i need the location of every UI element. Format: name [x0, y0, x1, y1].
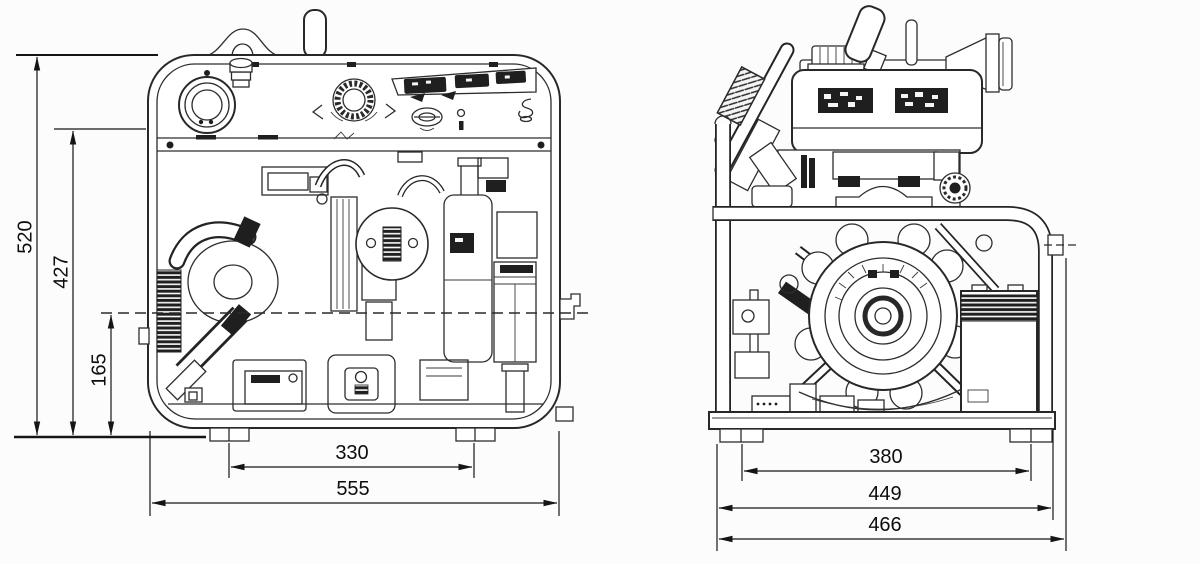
dim-overall-width-front: 555: [336, 478, 369, 500]
choke-rod: [905, 19, 918, 66]
ignition-coil-icon: [355, 207, 429, 281]
dim-foot-span-front: 330: [335, 442, 368, 464]
engine-detail-side: [748, 141, 971, 209]
tank-label: [895, 88, 948, 113]
dim-frame-width-side: 449: [868, 483, 901, 505]
tool-box: [327, 354, 396, 414]
panel-screw-icon: [166, 141, 174, 149]
lifting-handle: [202, 9, 332, 59]
engine-detail-side-lower: [732, 274, 885, 413]
discharge-port-front: [559, 293, 581, 320]
side-dimensions: 380 449 466: [716, 258, 1067, 551]
starter-grip-icon: [844, 5, 888, 76]
side-view: [708, 5, 1080, 443]
fuel-tank: [791, 69, 983, 154]
fuel-tank-front: [443, 194, 493, 363]
side-frame: [712, 115, 1080, 412]
muffler: [232, 359, 307, 412]
recoil-starter-icon: [798, 241, 967, 411]
primer-cap-icon: [229, 57, 253, 88]
tank-label: [818, 88, 873, 113]
dim-overall-height: 520: [14, 220, 36, 253]
hook-clip-icon: [518, 98, 534, 123]
suction-elbow: [165, 216, 261, 403]
fuel-valve-icon: [411, 107, 443, 131]
indicator-lamp-icon: [456, 108, 466, 130]
front-dimensions: 520 427 165 330 555: [14, 54, 560, 516]
nameplate: [391, 67, 537, 102]
pressure-gauge-icon: [178, 70, 236, 134]
grip-post: [303, 9, 327, 59]
dim-overall-width-side: 466: [868, 514, 901, 536]
dim-foot-span-side: 380: [869, 446, 902, 468]
radiator-grille-icon: [156, 269, 182, 353]
front-feet: [209, 427, 496, 442]
side-base: [708, 411, 1056, 443]
front-view: [101, 9, 594, 442]
dim-frame-height: 427: [50, 255, 72, 288]
throttle-knob-icon: [311, 78, 397, 122]
dim-centerline-height: 165: [88, 353, 110, 386]
panel-screw-icon: [537, 141, 545, 149]
battery-box: [960, 284, 1038, 413]
